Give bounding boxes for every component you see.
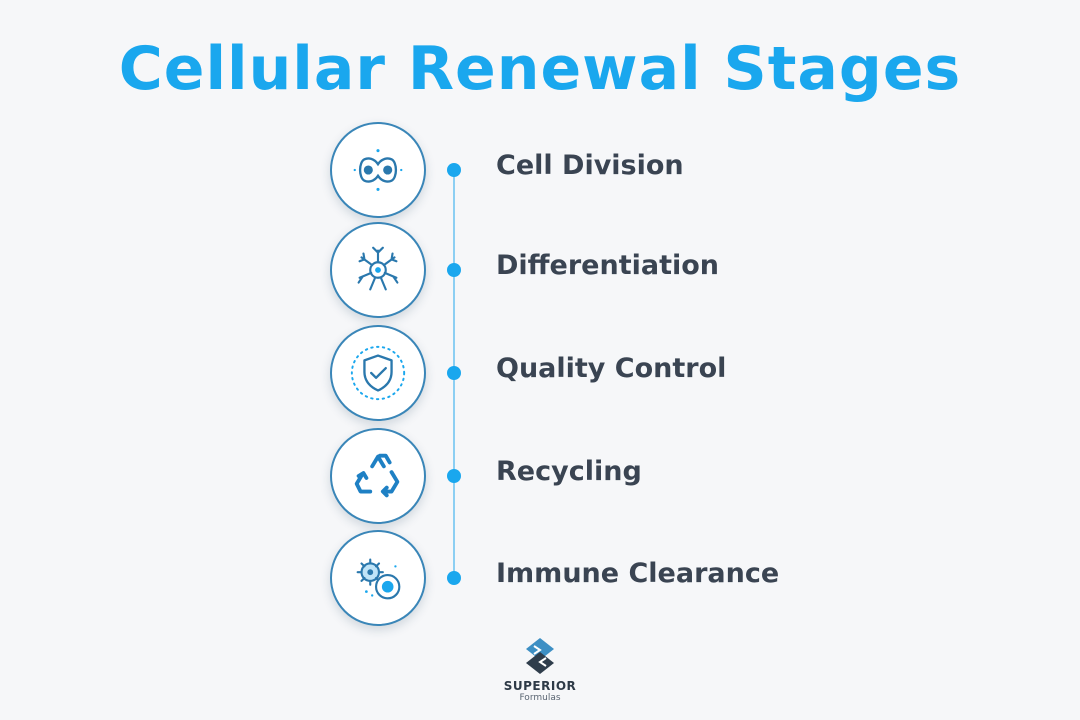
logo-name: SUPERIOR <box>503 679 577 693</box>
immune-cell-icon <box>330 530 426 626</box>
timeline-dot <box>447 263 461 277</box>
stage-differentiation: Differentiation <box>0 222 1080 318</box>
stage-label: Immune Clearance <box>496 558 780 589</box>
stage-immune-clearance: Immune Clearance <box>0 530 1080 626</box>
timeline-dot <box>447 163 461 177</box>
neuron-cell-icon <box>330 222 426 318</box>
page-title: Cellular Renewal Stages <box>118 34 962 104</box>
timeline-dot <box>447 571 461 585</box>
timeline-dot <box>447 366 461 380</box>
superior-logo-icon <box>526 638 554 674</box>
stage-label: Differentiation <box>496 250 720 281</box>
stage-label: Quality Control <box>496 353 727 384</box>
stage-label: Recycling <box>496 456 642 487</box>
logo-subtitle: Formulas <box>519 693 561 703</box>
shield-check-icon <box>330 325 426 421</box>
stage-label: Cell Division <box>496 150 684 181</box>
stage-quality-control: Quality Control <box>0 325 1080 421</box>
recycle-icon <box>330 428 426 524</box>
timeline-dot <box>447 469 461 483</box>
stage-cell-division: Cell Division <box>0 122 1080 218</box>
stage-recycling: Recycling <box>0 428 1080 524</box>
cell-division-icon <box>330 122 426 218</box>
brand-logo: SUPERIOR Formulas <box>490 636 590 703</box>
